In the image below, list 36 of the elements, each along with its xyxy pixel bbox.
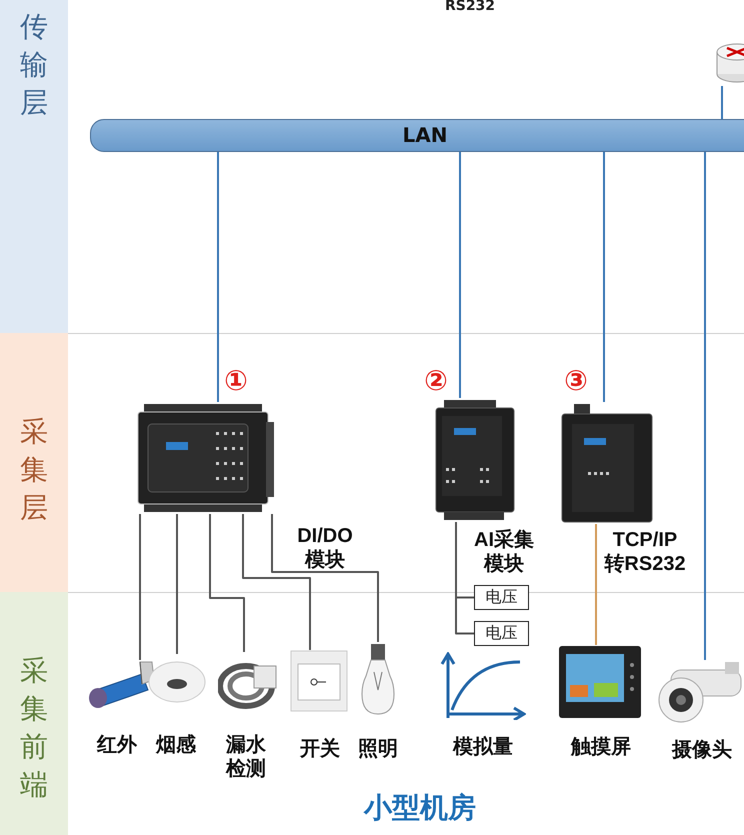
module-label: DI/DO模块	[296, 524, 354, 572]
lan-bar: LAN	[90, 119, 744, 152]
layer-title: 传输层	[19, 9, 49, 121]
layer-band	[0, 0, 68, 333]
device-label: 摄像头	[670, 738, 733, 762]
device-label: 红外	[96, 733, 138, 757]
layer-band	[0, 333, 68, 592]
connector-line	[459, 152, 461, 398]
device-label: 模拟量	[452, 735, 514, 759]
wire	[139, 514, 141, 660]
device-label: 烟感	[154, 733, 197, 757]
connector-line	[595, 524, 597, 645]
device-label: 触摸屏	[570, 735, 632, 759]
layer-band	[0, 592, 68, 835]
module-label: AI采集模块	[473, 528, 535, 576]
wire	[271, 514, 379, 642]
caption: 小型机房	[362, 790, 477, 826]
device-label: 漏水检测	[224, 733, 267, 781]
device-label: 照明	[357, 737, 399, 761]
number-mark: ③	[563, 365, 589, 397]
layer-title: 采集层	[19, 414, 49, 526]
connector-line	[603, 152, 605, 402]
connector-line	[721, 86, 723, 119]
wire	[209, 514, 245, 652]
number-mark: ①	[223, 365, 249, 397]
connector-line	[217, 152, 219, 402]
number-mark: ②	[423, 365, 449, 397]
wire	[176, 514, 178, 654]
voltage-box: 电压	[474, 585, 529, 610]
module-label: TCP/IP转RS232	[604, 528, 686, 576]
connector-line	[704, 152, 706, 660]
device-label: 开关	[298, 737, 341, 761]
wire	[455, 522, 474, 634]
layer-title: 采集前端	[19, 653, 49, 803]
wire	[242, 514, 311, 650]
voltage-box: 电压	[474, 621, 529, 646]
